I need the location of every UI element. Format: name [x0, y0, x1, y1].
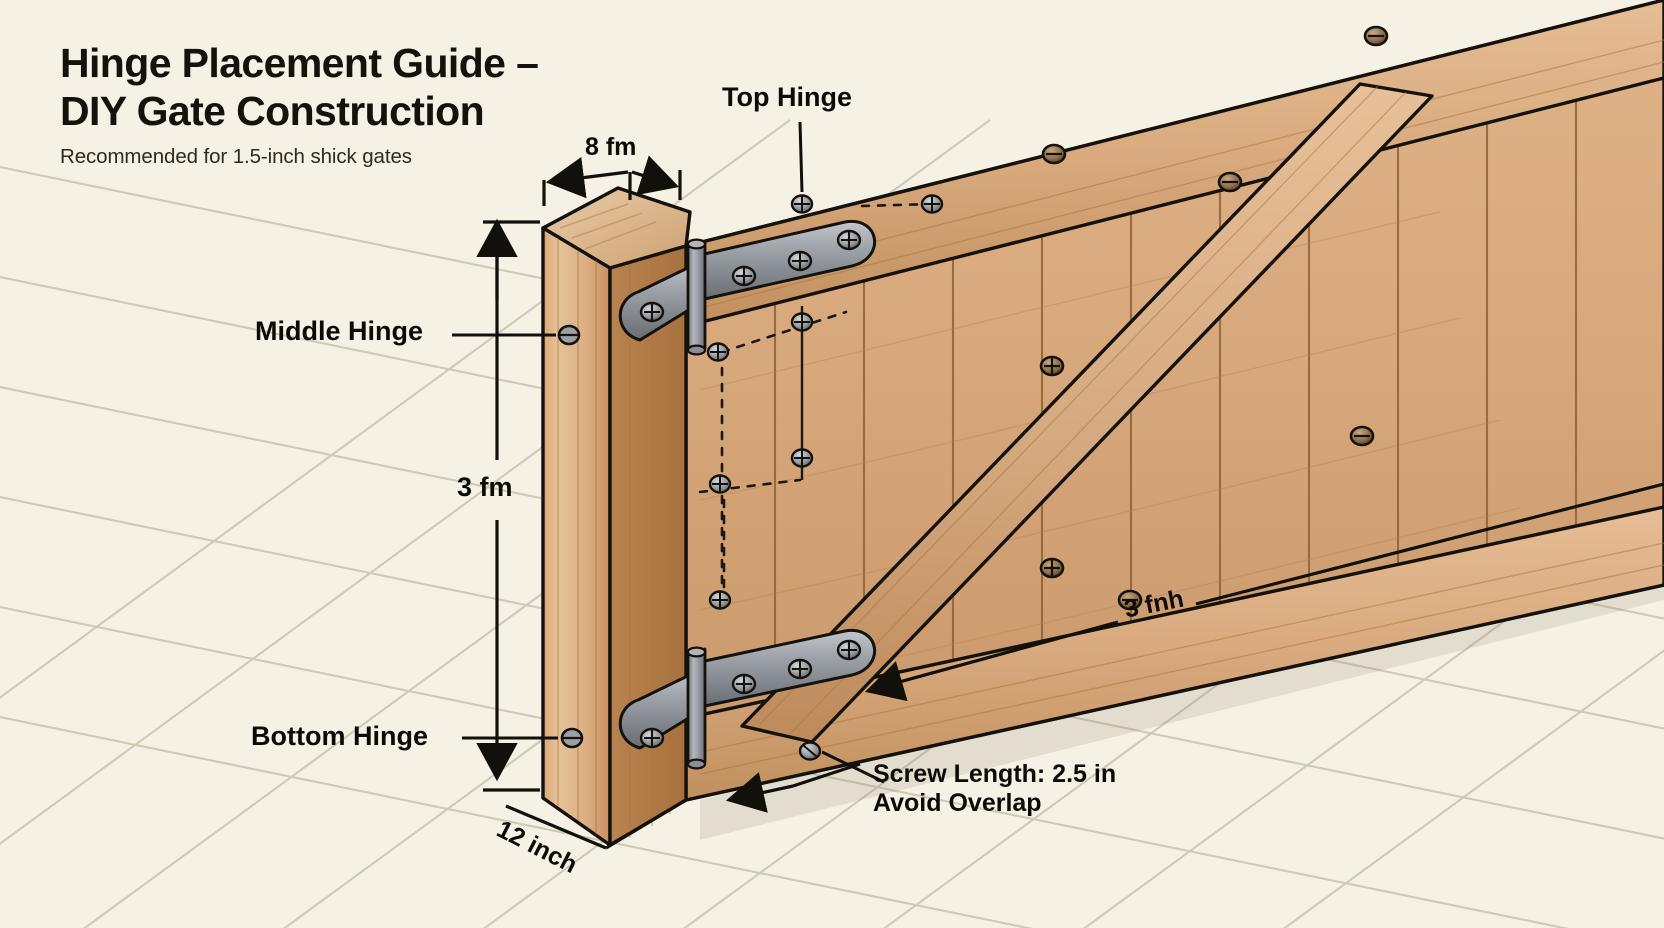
label-top-hinge: Top Hinge	[722, 82, 852, 112]
brace-grain	[759, 85, 1407, 735]
bottom-hinge-screws	[639, 639, 862, 749]
label-bottom-hinge: Bottom Hinge	[251, 721, 428, 751]
top-hinge-screws	[639, 229, 862, 323]
page-subtitle: Recommended for 1.5-inch shick gates	[60, 145, 412, 168]
dimension-gate-length	[864, 482, 1664, 702]
panel-screws	[1039, 25, 1389, 611]
page-title: Hinge Placement Guide – DIY Gate Constru…	[60, 40, 539, 134]
leader-top-hinge	[798, 121, 804, 193]
label-post-width: 8 fm	[585, 133, 637, 161]
label-gate-height: 3 fm	[457, 472, 513, 502]
label-screw-note: Screw Length: 2.5 in Avoid Overlap	[873, 760, 1117, 817]
label-middle-hinge: Middle Hinge	[255, 316, 423, 346]
dimension-bottom-arrow	[725, 762, 861, 813]
guide-screw-markers	[706, 194, 944, 761]
top-hinge	[618, 219, 877, 356]
post-face-markers	[557, 324, 584, 749]
dimension-gate-height	[476, 218, 540, 792]
dimension-post-width	[542, 155, 682, 206]
dimension-post-depth	[505, 798, 687, 850]
diagonal-brace	[740, 82, 1434, 744]
top-hinge-leaf	[618, 260, 702, 342]
bottom-hinge	[618, 628, 877, 770]
bottom-hinge-leaf	[618, 668, 702, 750]
